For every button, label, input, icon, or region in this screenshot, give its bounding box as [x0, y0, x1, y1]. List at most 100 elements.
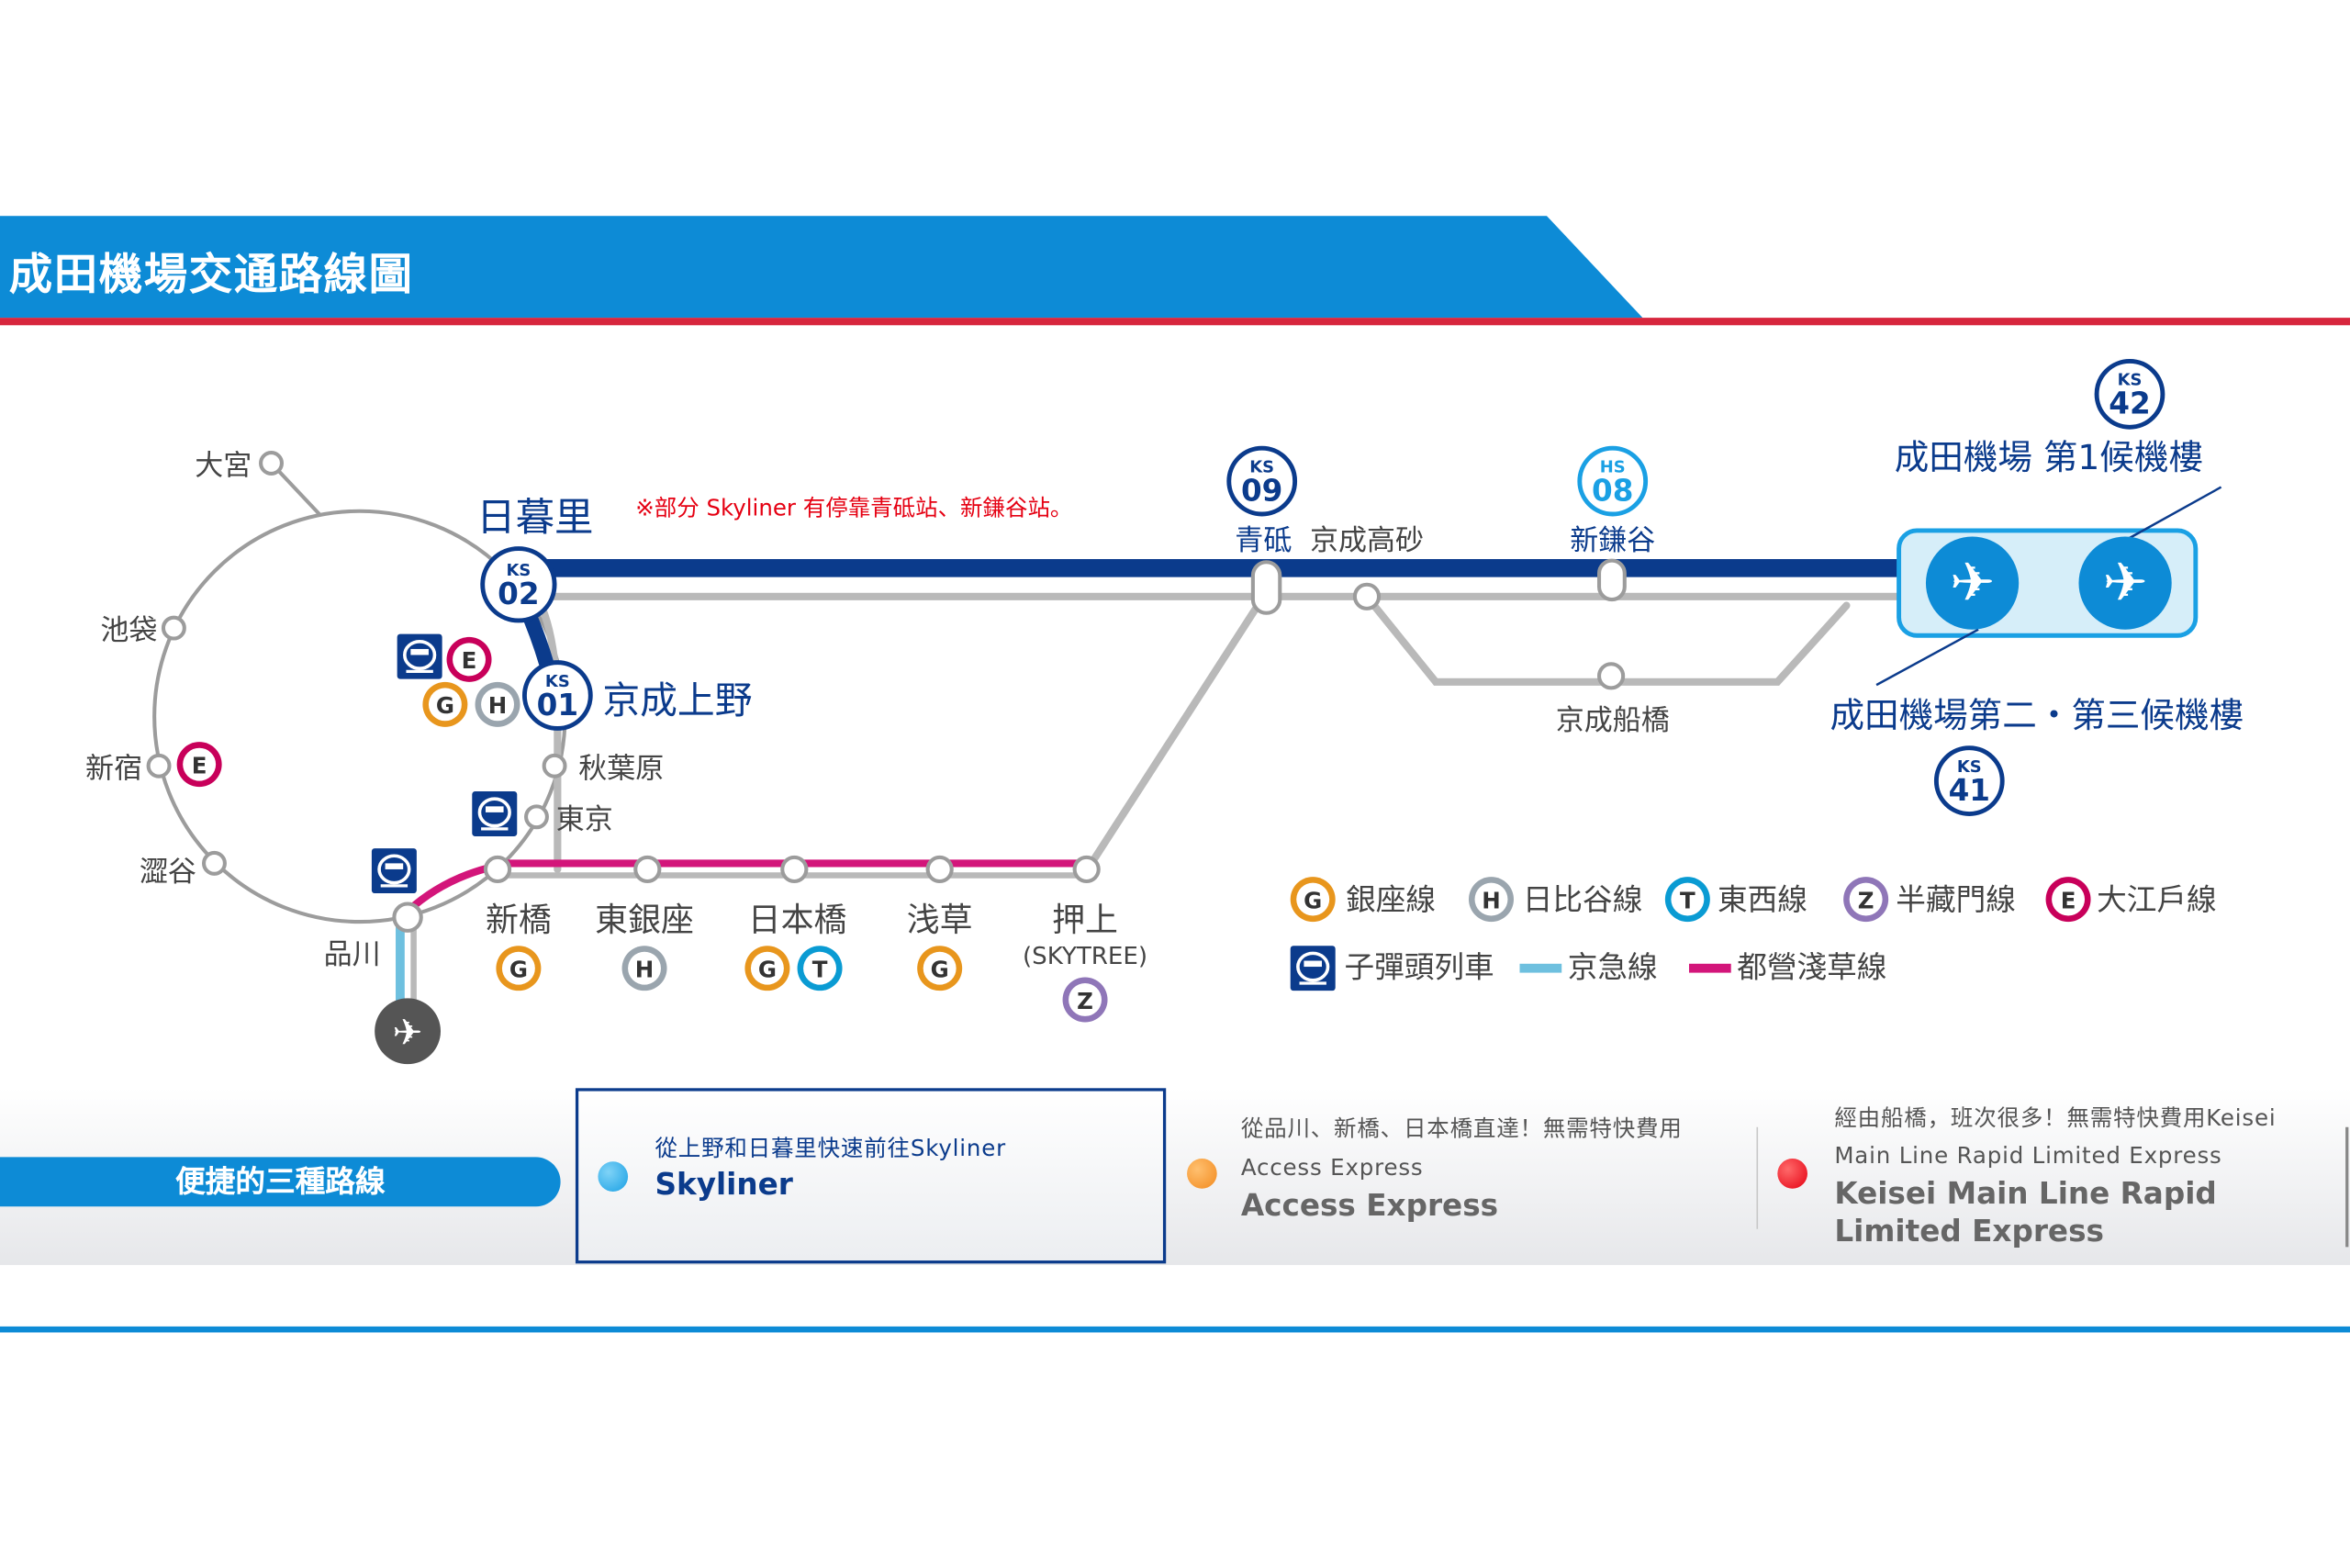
station-label-shinagawa: 品川: [324, 938, 381, 971]
legend-keikyu-label: 京急線: [1568, 949, 1658, 984]
bullet-train-icon: [397, 633, 442, 679]
line-badge-ginza: G: [422, 681, 468, 727]
station-code-line: KS: [506, 561, 531, 580]
station-label-shibuya: 澀谷: [140, 856, 196, 889]
t23-leader: [1875, 628, 1979, 687]
station-label-narita-t23: 成田機場第二・第三候機樓: [1830, 695, 2244, 735]
station-dot-keisei-takasago[interactable]: [1352, 582, 1382, 610]
station-dot-ikebukuro[interactable]: [161, 615, 186, 641]
airplane-icon-haneda: ✈: [375, 998, 441, 1065]
line-badge-letter: E: [2061, 887, 2076, 913]
station-label-oshiage-sub: (SKYTREE): [1023, 943, 1147, 970]
line-badge-letter: G: [1304, 887, 1322, 913]
legend-keikyu-swatch: [1519, 963, 1562, 973]
line-badge-hibiya: H: [1468, 877, 1514, 923]
station-label-akihabara: 秋葉原: [578, 752, 664, 785]
station-code-line: HS: [1600, 457, 1626, 476]
bottom-rule: [0, 1326, 2350, 1333]
station-label-shin-kamagaya: 新鎌谷: [1570, 524, 1655, 557]
line-badge-letter: H: [635, 956, 654, 982]
station-dot-shinjuku[interactable]: [146, 753, 172, 778]
station-label-ikebukuro: 池袋: [100, 614, 157, 647]
station-dot-shin-kamagaya[interactable]: [1596, 558, 1627, 602]
legend-oedo-label: 大江戶線: [2097, 882, 2217, 917]
legend-hibiya-label: 日比谷線: [1523, 882, 1643, 917]
airplane-icon-t1: ✈: [2078, 536, 2172, 630]
airplane-icon-t23: ✈: [1925, 536, 2020, 630]
bullet-train-icon: [371, 848, 417, 894]
station-dot-akihabara[interactable]: [542, 753, 567, 778]
route-name2-keisei-main: Limited Express: [1834, 1212, 2104, 1249]
station-label-asakusa: 浅草: [907, 902, 973, 939]
line-badge-letter: T: [812, 956, 828, 982]
station-label-oshiage: 押上: [1052, 902, 1118, 939]
route-sub-keisei-main: 經由船橋，班次很多！無需特快費用Keisei: [1834, 1104, 2277, 1132]
station-label-shinjuku: 新宿: [85, 752, 142, 785]
line-badge-ginza: G: [1290, 877, 1336, 923]
route-card-keisei-main[interactable]: 經由船橋，班次很多！無需特快費用Keisei Main Line Rapid L…: [1769, 1094, 2350, 1260]
route-card-access-express[interactable]: 從品川、新橋、日本橋直達！無需特快費用 Access Express Acces…: [1175, 1097, 1744, 1247]
route-divider: [1756, 1126, 1759, 1229]
route-dot-access-express: [1187, 1159, 1217, 1189]
svg-text:✈: ✈: [1950, 551, 1995, 614]
line-badge-oedo: E: [176, 742, 222, 788]
routes-title: 便捷的三種路線: [0, 1157, 561, 1207]
station-dot-higashi-ginza[interactable]: [633, 855, 662, 884]
t1-leader: [2126, 486, 2222, 541]
route-dot-keisei-main: [1777, 1159, 1807, 1189]
header-banner: [0, 216, 2350, 326]
line-badge-letter: E: [462, 647, 477, 674]
line-badge-letter: G: [509, 956, 528, 982]
legend-bullet-label: 子彈頭列車: [1344, 949, 1494, 984]
station-dot-aoto[interactable]: [1250, 560, 1282, 615]
station-label-nihombashi: 日本橋: [748, 902, 847, 939]
station-code-line: KS: [1249, 457, 1274, 476]
station-dot-nihombashi[interactable]: [780, 855, 809, 884]
station-label-aoto: 青砥: [1235, 524, 1292, 557]
route-card-skyliner[interactable]: 從上野和日暮里快速前往Skyliner Skyliner: [575, 1088, 1167, 1264]
line-badge-tozai: T: [797, 946, 843, 991]
station-dot-keisei-funabashi[interactable]: [1596, 662, 1626, 690]
station-label-narita-t1: 成田機場 第1候機樓: [1895, 437, 2203, 477]
legend-asakusa-swatch: [1688, 963, 1731, 973]
svg-text:✈: ✈: [2102, 551, 2147, 614]
skyliner-note: ※部分 Skyliner 有停靠青砥站、新鎌谷站。: [635, 495, 1072, 521]
line-badge-letter: G: [436, 692, 454, 719]
station-code-number: 08: [1592, 473, 1633, 508]
line-badge-tozai: T: [1664, 877, 1710, 923]
bullet-train-icon: [1290, 946, 1336, 991]
route-dot-skyliner: [598, 1161, 629, 1192]
route-name-keisei-main: Keisei Main Line Rapid: [1834, 1174, 2217, 1212]
station-dot-shimbashi[interactable]: [483, 855, 512, 884]
route-sub2-keisei-main: Main Line Rapid Limited Express: [1834, 1142, 2222, 1170]
station-label-omiya: 大宮: [195, 450, 252, 483]
svg-text:✈: ✈: [393, 1013, 423, 1054]
line-badge-ginza: G: [744, 946, 790, 991]
line-badge-hibiya: H: [475, 681, 520, 727]
station-dot-shibuya[interactable]: [201, 850, 227, 876]
station-label-keisei-takasago: 京成高砂: [1310, 524, 1424, 557]
line-badge-letter: E: [192, 752, 207, 778]
line-badge-letter: H: [1482, 887, 1500, 913]
station-dot-omiya[interactable]: [259, 451, 284, 476]
line-badge-oedo: E: [446, 636, 492, 682]
line-badge-ginza: G: [496, 946, 542, 991]
legend-hanzomon-label: 半藏門線: [1896, 882, 2016, 917]
station-dot-asakusa[interactable]: [925, 855, 954, 884]
route-sub2-access-express: Access Express: [1240, 1154, 1424, 1182]
line-badge-hanzomon: Z: [1062, 977, 1108, 1023]
page-title: 成田機場交通路線圖: [8, 249, 414, 300]
station-dot-tokyo[interactable]: [524, 804, 549, 830]
station-dot-shinagawa[interactable]: [392, 902, 423, 933]
line-badge-hanzomon: Z: [1843, 877, 1889, 923]
line-badge-oedo: E: [2045, 877, 2091, 923]
station-dot-oshiage[interactable]: [1072, 855, 1101, 884]
station-code-number: 01: [537, 688, 578, 722]
